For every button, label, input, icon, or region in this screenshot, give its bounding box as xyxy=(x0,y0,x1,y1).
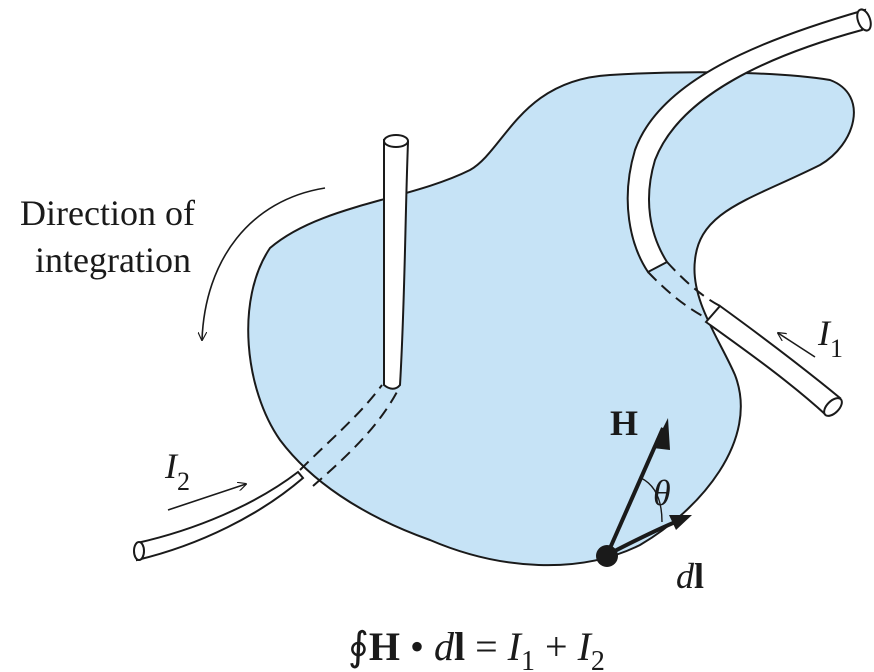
path-point-dot xyxy=(596,545,618,567)
wire-i2-end-cap xyxy=(383,134,409,148)
wire-i1-bottom-cap xyxy=(823,397,843,417)
closed-surface xyxy=(247,71,855,567)
wire-i2-hidden-edge-a xyxy=(299,384,383,471)
wire-i1-top-cap xyxy=(856,8,872,32)
direction-label-line1: Direction of xyxy=(20,193,195,233)
eq-l: l xyxy=(454,624,465,669)
eq-plus: + xyxy=(535,624,578,669)
current-i1-label: I1 xyxy=(817,313,843,363)
direction-label-line2: integration xyxy=(35,240,191,280)
current-i2-symbol: I xyxy=(164,446,179,486)
current-i1-arrow xyxy=(778,333,816,358)
wire-i2-start-cap xyxy=(133,541,145,561)
current-i2-subscript: 2 xyxy=(177,467,190,496)
theta-angle-arc xyxy=(640,477,663,523)
h-vector-arrowhead xyxy=(653,418,670,450)
wire-i2-hidden-edge-b xyxy=(312,389,399,487)
wire-i1 xyxy=(626,8,872,417)
current-i2-label: I2 xyxy=(164,446,190,496)
eq-sub2: 2 xyxy=(591,646,605,672)
dl-label-l: l xyxy=(694,556,704,596)
eq-i2: I xyxy=(577,624,593,669)
h-vector-arrow xyxy=(605,427,665,556)
wire-i1-hidden-edge-b xyxy=(666,261,721,307)
eq-i1: I xyxy=(507,624,523,669)
eq-h: H xyxy=(369,624,400,669)
angle-label: θ xyxy=(653,473,671,513)
integration-direction-arrow xyxy=(202,187,326,340)
eq-sub1: 1 xyxy=(521,646,535,672)
current-i2-arrow xyxy=(167,484,246,511)
wire-i1-hidden-edge-a xyxy=(647,271,711,321)
wire-i2-upper xyxy=(383,138,410,390)
wire-i2-lower xyxy=(136,470,305,562)
eq-equals: = xyxy=(465,624,508,669)
eq-d: d xyxy=(434,624,455,669)
current-i1-symbol: I xyxy=(817,313,832,353)
current-i1-subscript: 1 xyxy=(830,334,843,363)
dl-element-arrowhead xyxy=(669,515,692,530)
amperes-law-equation: ∮H • dl = I1 + I2 xyxy=(348,624,605,672)
eq-dot: • xyxy=(400,624,434,669)
wire-i2 xyxy=(133,134,410,562)
field-vector-label: H xyxy=(610,403,638,443)
dl-label-d: d xyxy=(676,556,695,596)
eq-oint: ∮ xyxy=(348,624,369,669)
dl-label: dl xyxy=(676,556,704,596)
